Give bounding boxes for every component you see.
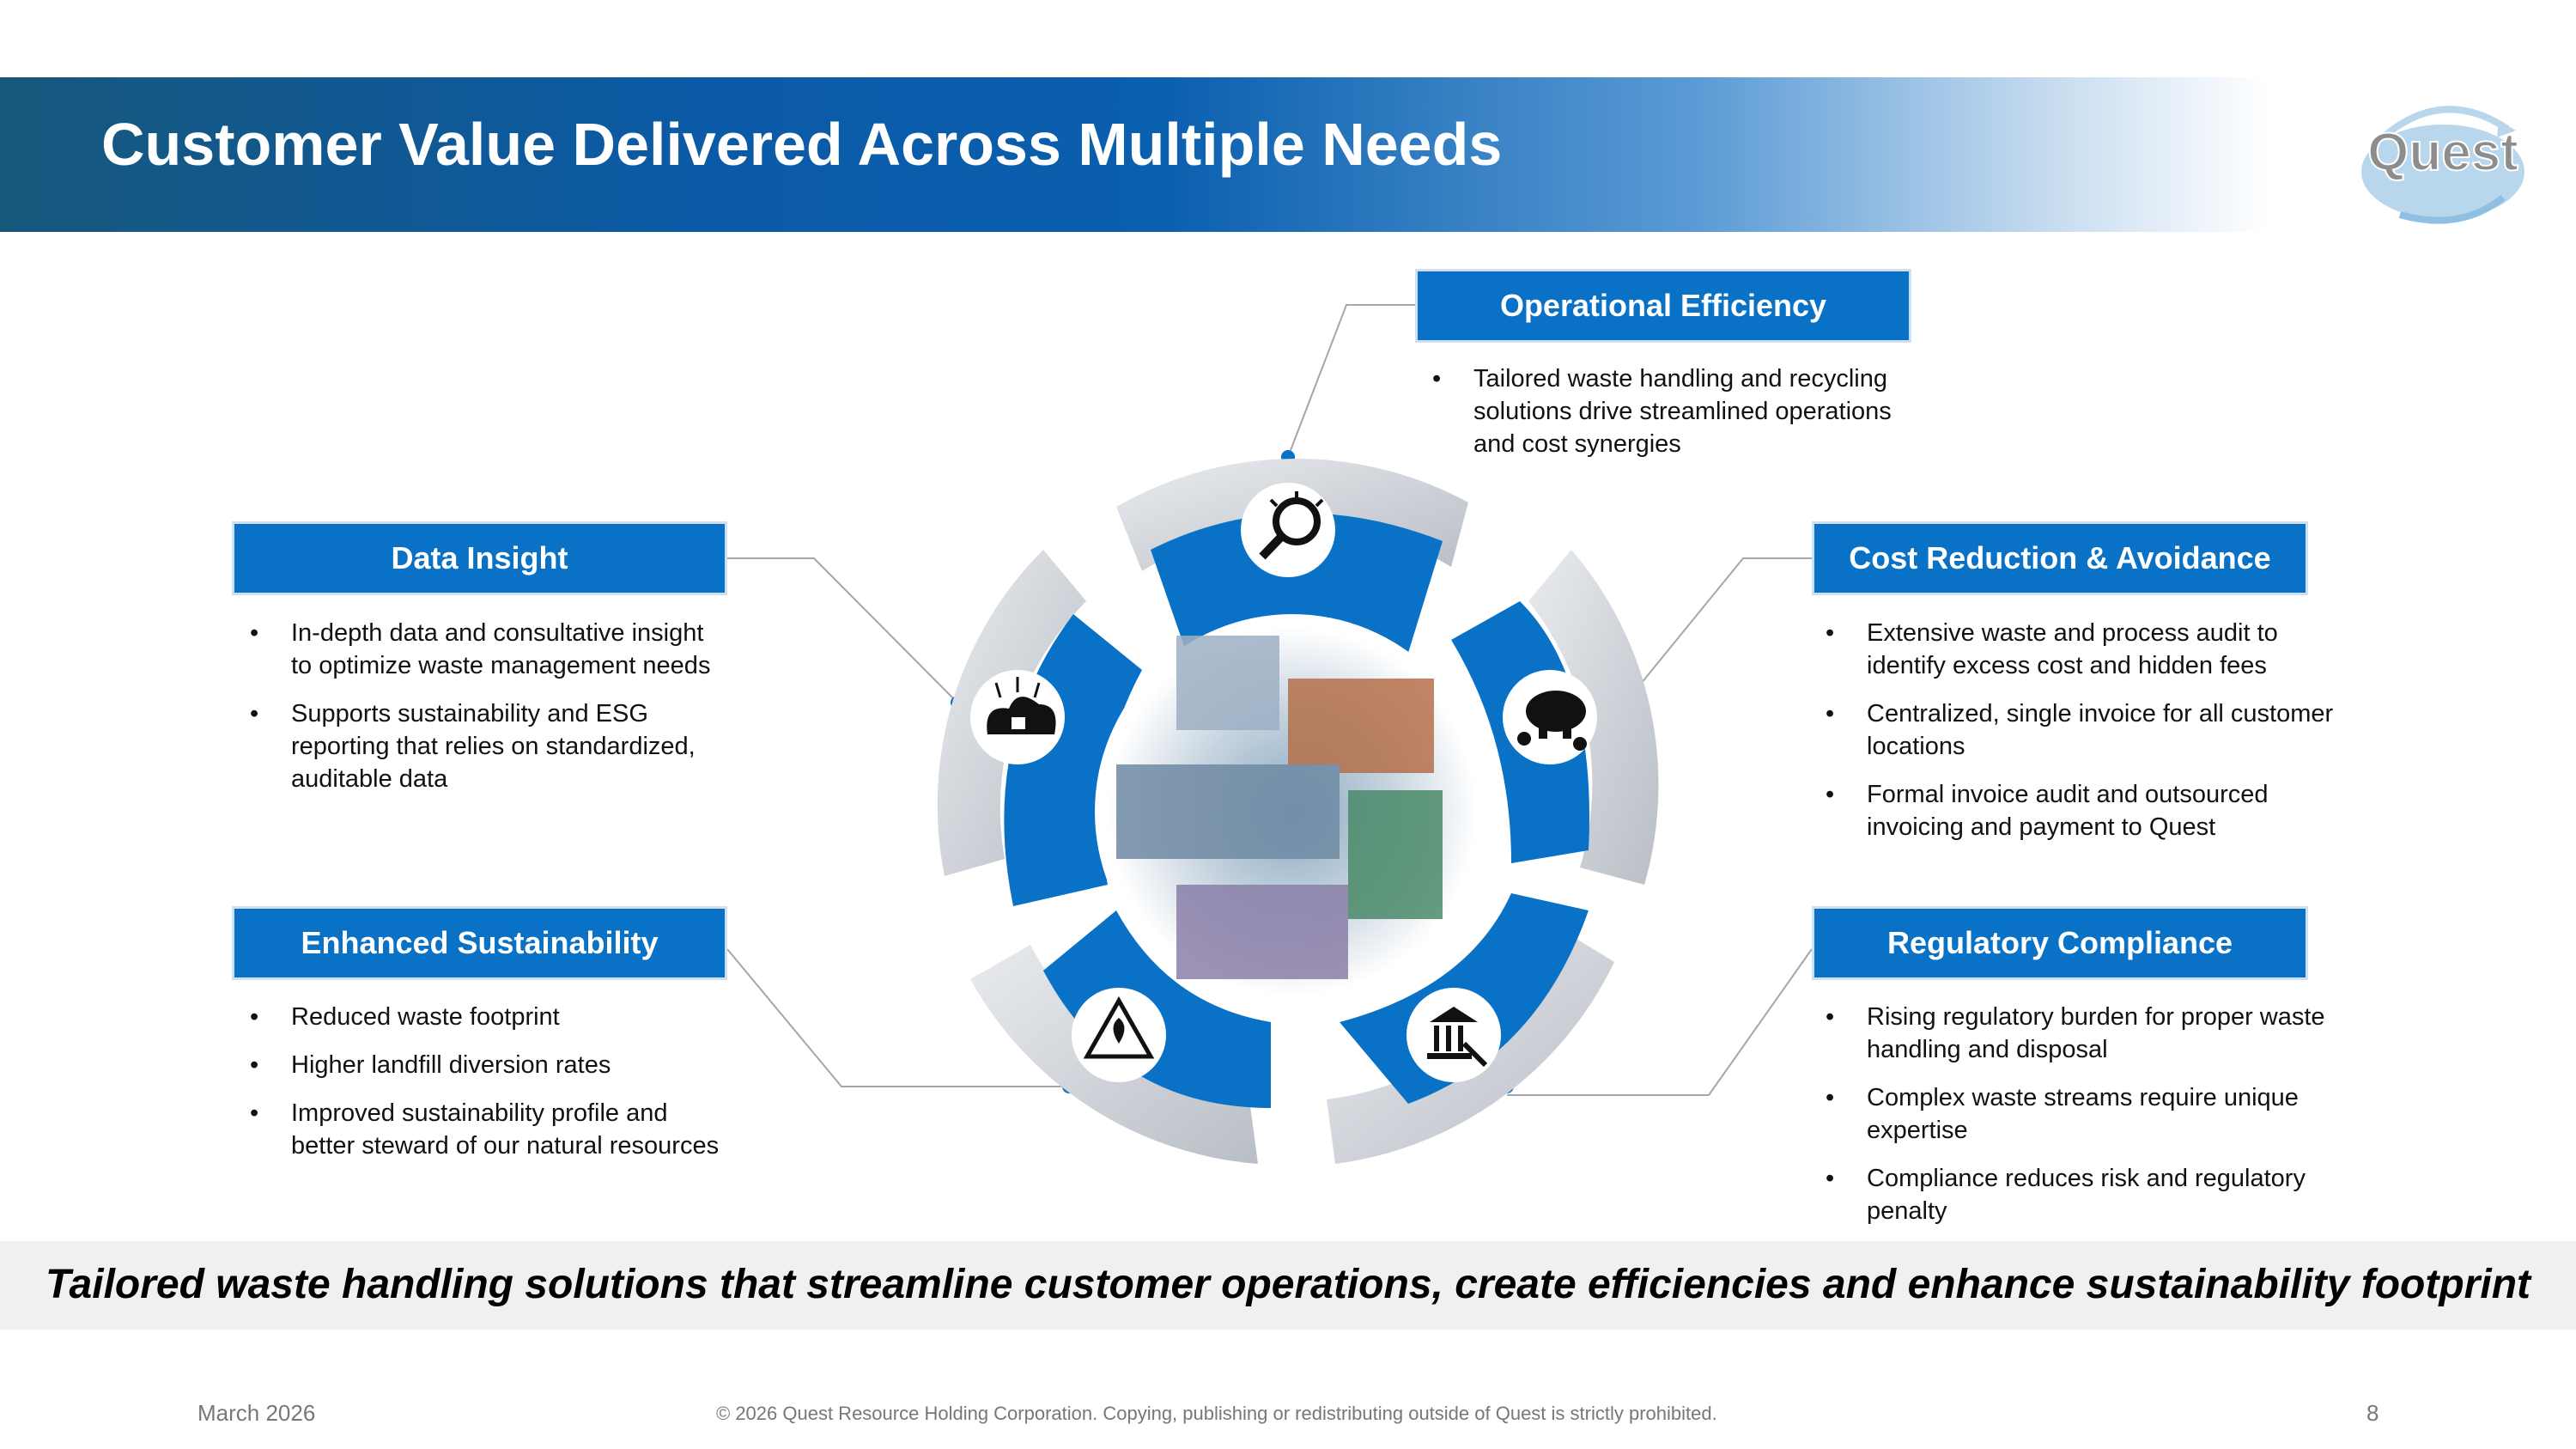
title-banner (0, 77, 2576, 232)
cost-reduction-header: Cost Reduction & Avoidance (1812, 521, 2308, 595)
tagline-bar (0, 1241, 2576, 1330)
operational-efficiency-header: Operational Efficiency (1415, 269, 1911, 343)
list-item: Reduced waste footprint (250, 1001, 731, 1033)
tagline: Tailored waste handling solutions that s… (46, 1262, 2530, 1307)
cost-reduction-bullets: Extensive waste and process audit to ide… (1826, 617, 2341, 859)
collage-tiles (1116, 636, 1443, 979)
data-insight-header: Data Insight (232, 521, 727, 595)
data-insight-bullets: In-depth data and consultative insight t… (250, 617, 731, 811)
enhanced-sustainability-bullets: Reduced waste footprint Higher landfill … (250, 1001, 731, 1178)
footer-date: March 2026 (197, 1400, 316, 1426)
courthouse-gavel-icon (1406, 988, 1501, 1082)
quest-logo: Quest (2361, 106, 2524, 224)
list-item: In-depth data and consultative insight t… (250, 617, 731, 682)
list-item: Supports sustainability and ESG reportin… (250, 697, 731, 795)
recycle-leaf-icon (1072, 988, 1166, 1082)
list-item: Centralized, single invoice for all cust… (1826, 697, 2341, 763)
cloud-lock-icon (970, 670, 1065, 764)
footer-copyright: © 2026 Quest Resource Holding Corporatio… (716, 1403, 1717, 1424)
list-item: Higher landfill diversion rates (250, 1049, 731, 1081)
lightbulb-magnifier-icon (1241, 483, 1335, 577)
piggy-bank-icon (1503, 670, 1597, 764)
svg-text:Quest: Quest (2367, 123, 2518, 182)
list-item: Tailored waste handling and recycling so… (1432, 362, 1930, 460)
list-item: Compliance reduces risk and regulatory p… (1826, 1162, 2341, 1227)
page-title: Customer Value Delivered Across Multiple… (101, 111, 1503, 178)
list-item: Extensive waste and process audit to ide… (1826, 617, 2341, 682)
connector-lines (726, 304, 1813, 1096)
list-item: Rising regulatory burden for proper wast… (1826, 1001, 2341, 1066)
enhanced-sustainability-header: Enhanced Sustainability (232, 906, 727, 980)
regulatory-compliance-header: Regulatory Compliance (1812, 906, 2308, 980)
list-item: Improved sustainability profile and bett… (250, 1097, 731, 1162)
list-item: Complex waste streams require unique exp… (1826, 1081, 2341, 1147)
operational-efficiency-bullets: Tailored waste handling and recycling so… (1432, 362, 1930, 476)
list-item: Formal invoice audit and outsourced invo… (1826, 778, 2341, 843)
regulatory-compliance-bullets: Rising regulatory burden for proper wast… (1826, 1001, 2341, 1243)
page-number: 8 (2366, 1400, 2379, 1426)
